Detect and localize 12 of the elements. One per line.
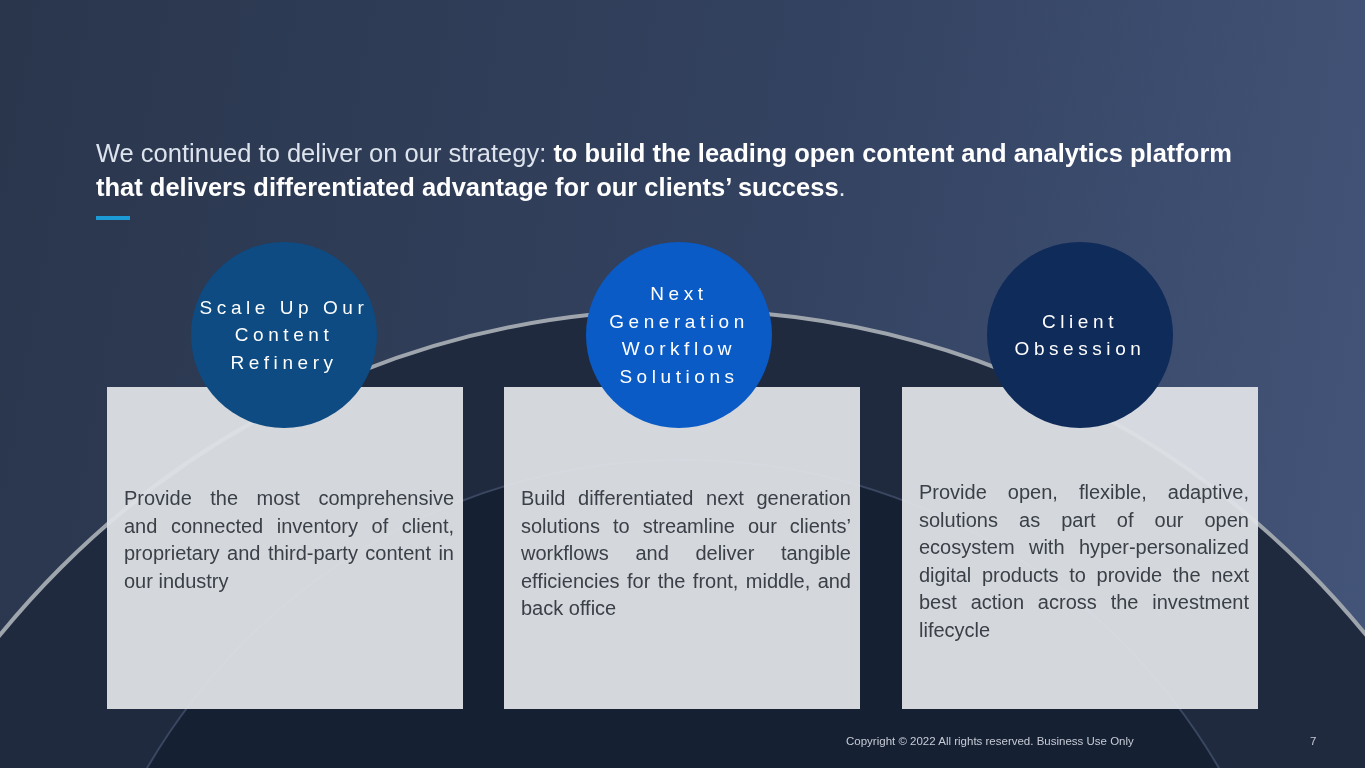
copyright-note: Copyright © 2022 All rights reserved. Business Use Only (846, 735, 1134, 747)
pillar-title: Scale Up Our Content Refinery (198, 295, 370, 375)
headline: We continued to deliver on our strategy: to build the leading open content and analytics platform that delivers differentiated advantage for our clients’ success. (96, 138, 1233, 203)
pillar-title: Client Obsession (1013, 309, 1147, 361)
pillar-title: Next Generation Workflow Solutions (608, 282, 750, 389)
page-number: 7 (1310, 735, 1317, 747)
pillar-description: Build differentiated next generation solutions to streamline our clients’ workflows and deliver tangible efficiencies for the front, middle, and back office (521, 486, 851, 621)
pillar-description: Provide the most comprehensive and connected inventory of client, proprietary and third-party content in our industry (124, 486, 454, 594)
pillar-card (504, 387, 860, 709)
pillar-card (107, 387, 463, 709)
pillar-card (902, 387, 1258, 709)
pillar-description: Provide open, flexible, adaptive, solutions as part of our open ecosystem with hyper-personalized digital products to provide the next best action across the investment lifecycle (919, 480, 1249, 643)
